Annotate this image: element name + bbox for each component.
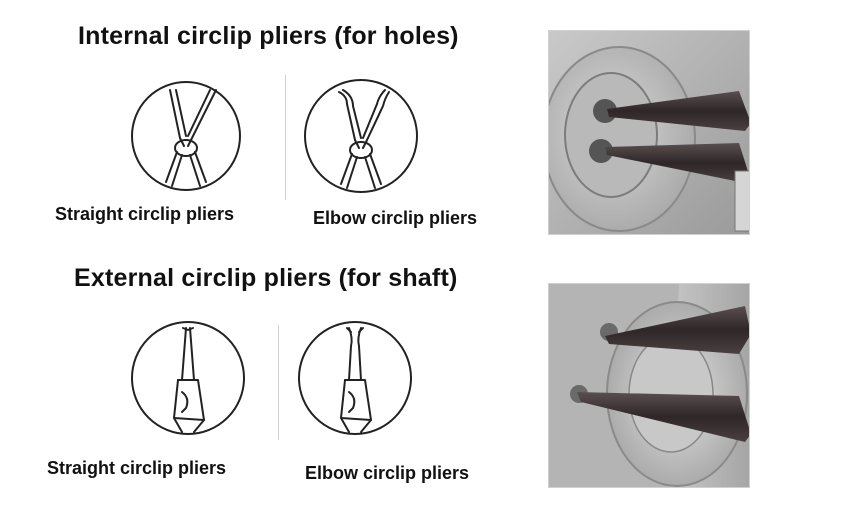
straight-internal-circlip-pliers-icon xyxy=(130,80,242,197)
external-straight-label: Straight circlip pliers xyxy=(47,458,227,478)
elbow-internal-circlip-pliers-icon xyxy=(303,78,419,199)
external-section-title: External circlip pliers (for shaft) xyxy=(74,264,458,292)
divider xyxy=(278,325,279,440)
straight-external-circlip-pliers-icon xyxy=(130,320,246,441)
external-pliers-photo xyxy=(548,283,750,488)
divider xyxy=(285,75,286,200)
external-elbow-label: Elbow circlip pliers xyxy=(305,463,470,483)
internal-straight-label: Straight circlip pliers xyxy=(55,204,235,224)
internal-section-title: Internal circlip pliers (for holes) xyxy=(78,22,459,50)
elbow-external-circlip-pliers-icon xyxy=(297,320,413,441)
internal-elbow-label: Elbow circlip pliers xyxy=(313,208,478,228)
internal-pliers-photo xyxy=(548,30,750,235)
